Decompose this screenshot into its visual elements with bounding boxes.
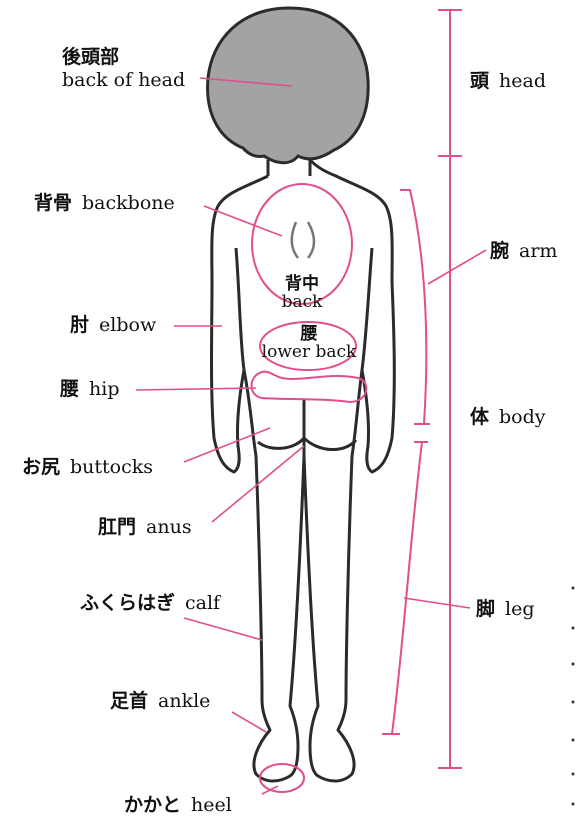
label-head-en: head xyxy=(499,70,546,92)
label-elbow: 肘 elbow xyxy=(70,316,156,335)
label-body: 体 body xyxy=(470,408,546,427)
label-hip-en: hip xyxy=(89,378,119,400)
label-back-of-head: 後頭部 back of head xyxy=(62,48,185,90)
leader-ankle xyxy=(232,712,266,732)
label-anus: 肛門 anus xyxy=(98,518,192,537)
label-hip: 腰 hip xyxy=(60,380,120,399)
label-back-of-head-jp: 後頭部 xyxy=(62,48,185,67)
buttocks-curve xyxy=(258,438,304,448)
buttocks-curve-right xyxy=(304,438,356,450)
label-ankle-jp: 足首 xyxy=(110,690,148,712)
leader-hip xyxy=(136,388,256,390)
inner-label-lower-back-en: lower back xyxy=(254,344,364,362)
label-buttocks: お尻 buttocks xyxy=(22,458,153,477)
label-head-jp: 頭 xyxy=(470,70,489,92)
label-anus-jp: 肛門 xyxy=(98,516,136,538)
label-ankle-en: ankle xyxy=(158,690,210,712)
label-calf-en: calf xyxy=(185,592,220,614)
edge-mark xyxy=(572,773,575,776)
label-ankle: 足首 ankle xyxy=(110,692,210,711)
label-calf: ふくらはぎ calf xyxy=(80,594,220,613)
inner-label-lower-back: 腰 lower back xyxy=(254,326,364,362)
label-heel-en: heel xyxy=(191,794,232,816)
edge-mark xyxy=(572,803,575,806)
edge-mark xyxy=(572,587,575,590)
label-buttocks-en: buttocks xyxy=(70,456,153,478)
left-inner-arm-line xyxy=(236,248,244,370)
label-heel: かかと heel xyxy=(124,796,232,815)
label-body-en: body xyxy=(499,406,546,428)
label-hip-jp: 腰 xyxy=(60,378,79,400)
leader-backbone xyxy=(204,206,282,236)
arm-bracket xyxy=(400,190,430,424)
label-arm-jp: 腕 xyxy=(490,240,509,262)
edge-mark xyxy=(572,701,575,704)
label-elbow-jp: 肘 xyxy=(70,314,89,336)
label-backbone: 背骨 backbone xyxy=(34,194,175,213)
hip-region-outline xyxy=(252,372,367,402)
heel-region-outline xyxy=(260,764,304,792)
label-leg-en: leg xyxy=(505,598,534,620)
edge-mark xyxy=(572,627,575,630)
label-heel-jp: かかと xyxy=(124,794,181,816)
label-buttocks-jp: お尻 xyxy=(22,456,60,478)
label-body-jp: 体 xyxy=(470,406,489,428)
label-calf-jp: ふくらはぎ xyxy=(80,592,175,614)
leader-arm xyxy=(428,250,486,284)
label-anus-en: anus xyxy=(146,516,192,538)
leader-leg xyxy=(404,598,470,608)
edge-mark xyxy=(572,663,575,666)
leg-bracket xyxy=(382,442,428,734)
label-elbow-en: elbow xyxy=(99,314,156,336)
inner-label-back-en: back xyxy=(270,294,334,312)
label-backbone-en: backbone xyxy=(82,192,175,214)
label-head: 頭 head xyxy=(470,72,546,91)
leader-calf xyxy=(184,618,262,640)
spine-mark-left xyxy=(292,222,298,258)
label-leg: 脚 leg xyxy=(476,600,535,619)
label-backbone-jp: 背骨 xyxy=(34,192,72,214)
label-leg-jp: 脚 xyxy=(476,598,495,620)
label-arm-en: arm xyxy=(519,240,557,262)
label-back-of-head-en: back of head xyxy=(62,71,185,90)
inner-label-back: 背中 back xyxy=(270,276,334,312)
edge-mark xyxy=(572,739,575,742)
spine-mark-right xyxy=(308,222,314,258)
body-outline xyxy=(212,160,395,781)
label-arm: 腕 arm xyxy=(490,242,557,261)
